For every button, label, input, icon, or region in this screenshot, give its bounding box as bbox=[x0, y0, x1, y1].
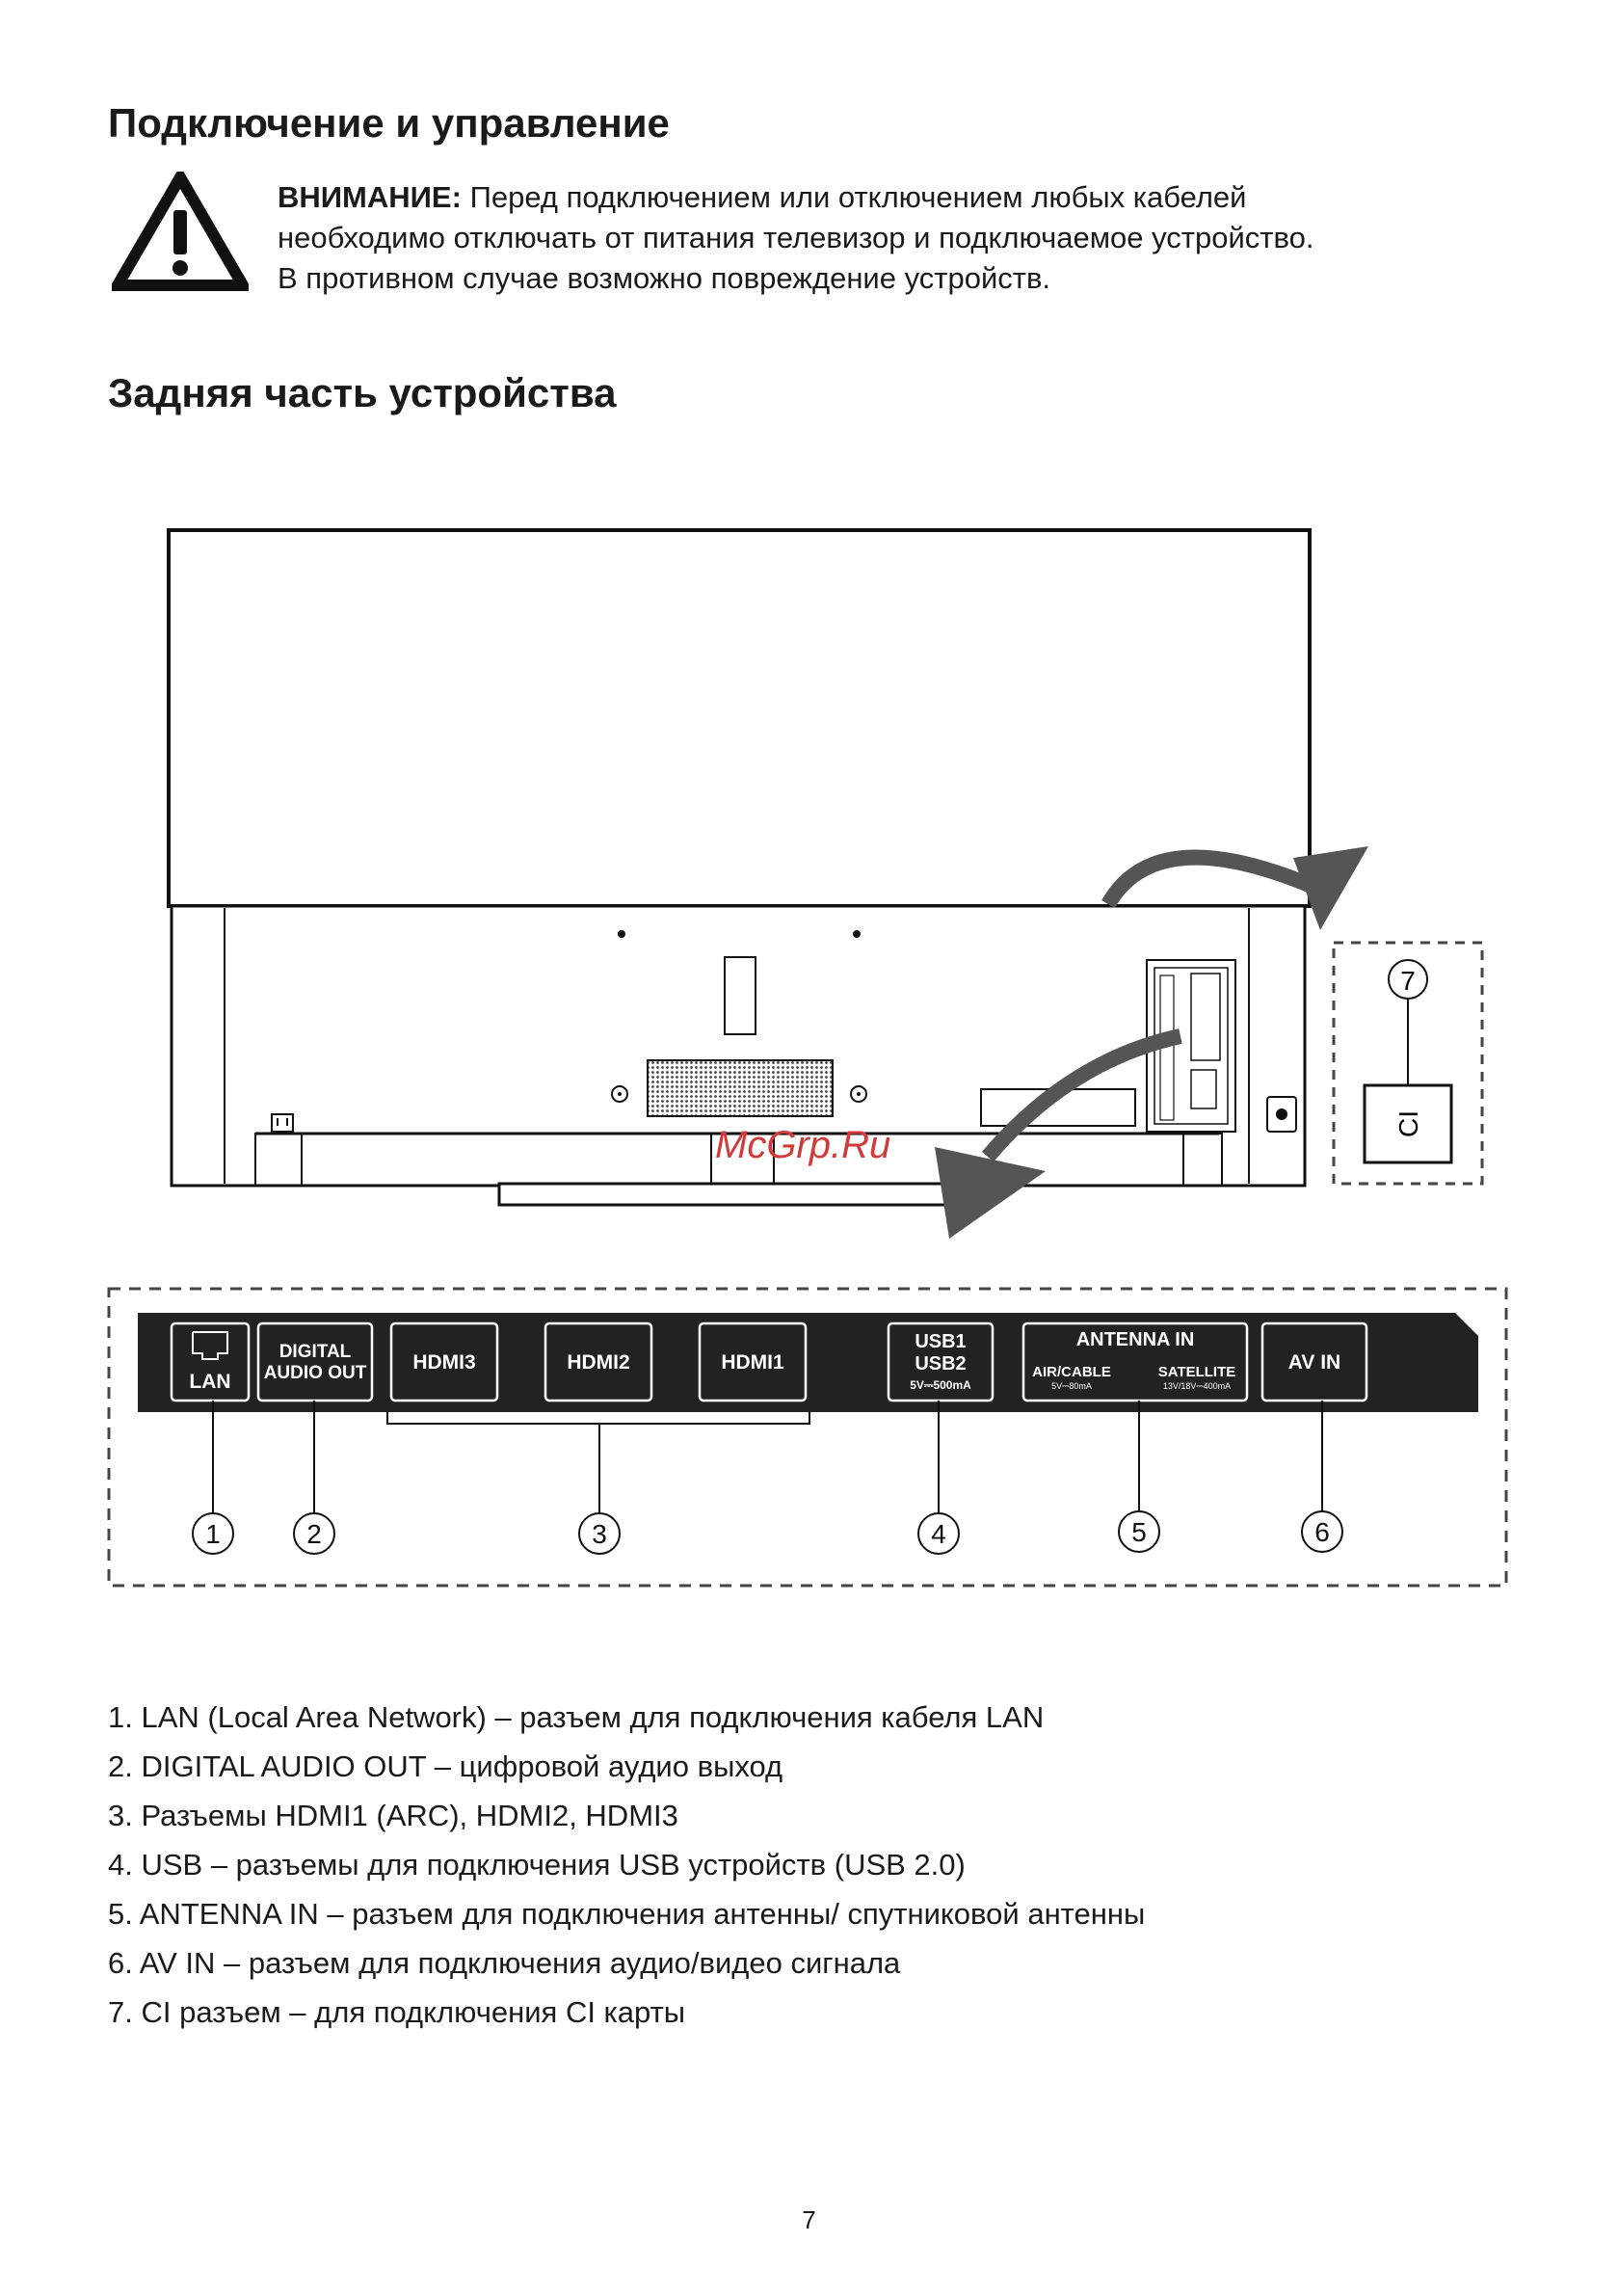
page-number: 7 bbox=[802, 2205, 816, 2234]
port-hdmi1 bbox=[698, 1322, 808, 1402]
ci-detail-box bbox=[1332, 941, 1484, 1186]
port-hdmi3 bbox=[389, 1322, 499, 1402]
list-item: 7. CI разъем – для подключения CI карты bbox=[108, 1995, 686, 2029]
warning-label: ВНИМАНИЕ: bbox=[278, 180, 462, 214]
section-title-connection: Подключение и управление bbox=[108, 100, 670, 146]
callout-6 bbox=[1301, 1510, 1343, 1553]
speaker-grille bbox=[647, 1059, 834, 1117]
port-antenna bbox=[1021, 1322, 1249, 1402]
ci-label: CI bbox=[1393, 1110, 1423, 1137]
svg-text:USB2: USB2 bbox=[915, 1353, 966, 1375]
svg-text:LAN: LAN bbox=[189, 1371, 230, 1393]
warning-line-3: В противном случае возможно повреждение … bbox=[278, 261, 1051, 295]
callout-7 bbox=[1388, 959, 1428, 1000]
svg-text:DIGITAL: DIGITAL bbox=[279, 1342, 352, 1362]
callout-2 bbox=[293, 1512, 335, 1555]
ci-slot bbox=[1363, 1083, 1453, 1164]
svg-text:6: 6 bbox=[1314, 1517, 1330, 1547]
svg-text:5: 5 bbox=[1131, 1517, 1147, 1547]
list-item: 6. AV IN – разъем для подключения аудио/… bbox=[108, 1946, 901, 1980]
watermark: McGrp.Ru bbox=[715, 1124, 891, 1166]
svg-text:AV IN: AV IN bbox=[1288, 1351, 1340, 1374]
port-hdmi2 bbox=[544, 1322, 653, 1402]
svg-text:SATELLITE: SATELLITE bbox=[1158, 1364, 1236, 1380]
svg-text:HDMI3: HDMI3 bbox=[412, 1351, 475, 1374]
callout-7-label: 7 bbox=[1400, 966, 1416, 996]
svg-text:4: 4 bbox=[931, 1519, 946, 1549]
svg-text:3: 3 bbox=[592, 1519, 607, 1549]
list-item: 1. LAN (Local Area Network) – разъем для… bbox=[108, 1700, 1045, 1734]
tv-upper-panel bbox=[167, 528, 1312, 908]
lan-icon bbox=[192, 1331, 228, 1360]
svg-text:HDMI2: HDMI2 bbox=[567, 1351, 629, 1374]
tv-lower-body bbox=[170, 904, 1307, 1188]
list-item: 5. ANTENNA IN – разъем для подключения а… bbox=[108, 1897, 1146, 1931]
ports-detail-box bbox=[107, 1287, 1508, 1588]
warning-line-2: необходимо отключать от питания телевизо… bbox=[278, 221, 1314, 254]
svg-text:USB1: USB1 bbox=[915, 1331, 966, 1352]
warning-triangle-icon bbox=[112, 172, 249, 291]
power-socket-icon bbox=[271, 1113, 294, 1133]
port-av-in bbox=[1260, 1322, 1368, 1402]
svg-text:HDMI1: HDMI1 bbox=[721, 1351, 784, 1374]
warning-text: ВНИМАНИЕ: Перед подключением или отключе… bbox=[278, 177, 1530, 299]
tv-stand-base bbox=[497, 1182, 964, 1207]
ports-description-list: 1. LAN (Local Area Network) – разъем для… bbox=[108, 1693, 1145, 2037]
port-lan bbox=[170, 1322, 251, 1402]
list-item: 3. Разъемы HDMI1 (ARC), HDMI2, HDMI3 bbox=[108, 1799, 678, 1832]
svg-text:1: 1 bbox=[205, 1519, 221, 1549]
callout-4 bbox=[917, 1512, 960, 1555]
svg-text:ANTENNA IN: ANTENNA IN bbox=[1076, 1329, 1195, 1350]
svg-text:13V/18V⎓400mA: 13V/18V⎓400mA bbox=[1163, 1381, 1231, 1391]
svg-text:5V⎓80mA: 5V⎓80mA bbox=[1051, 1381, 1092, 1391]
list-item: 4. USB – разъемы для подключения USB уст… bbox=[108, 1848, 966, 1882]
callout-3 bbox=[578, 1512, 621, 1555]
svg-text:AUDIO OUT: AUDIO OUT bbox=[264, 1363, 367, 1383]
warning-line-1: Перед подключением или отключением любых… bbox=[469, 180, 1247, 214]
list-item: 2. DIGITAL AUDIO OUT – цифровой аудио вы… bbox=[108, 1749, 783, 1783]
ports-strip bbox=[138, 1313, 1478, 1412]
callout-1 bbox=[192, 1512, 234, 1555]
section-title-rear: Задняя часть устройства bbox=[108, 370, 617, 415]
svg-text:2: 2 bbox=[306, 1519, 322, 1549]
tv-rear-diagram: 7 CI LAN DIGITAL AUDIO OUT HDMI3 HDMI2 H… bbox=[107, 528, 1508, 1588]
svg-text:AIR/CABLE: AIR/CABLE bbox=[1032, 1364, 1111, 1380]
callout-5 bbox=[1118, 1510, 1160, 1553]
port-usb bbox=[887, 1322, 995, 1402]
svg-text:5V⎓500mA: 5V⎓500mA bbox=[910, 1378, 971, 1392]
